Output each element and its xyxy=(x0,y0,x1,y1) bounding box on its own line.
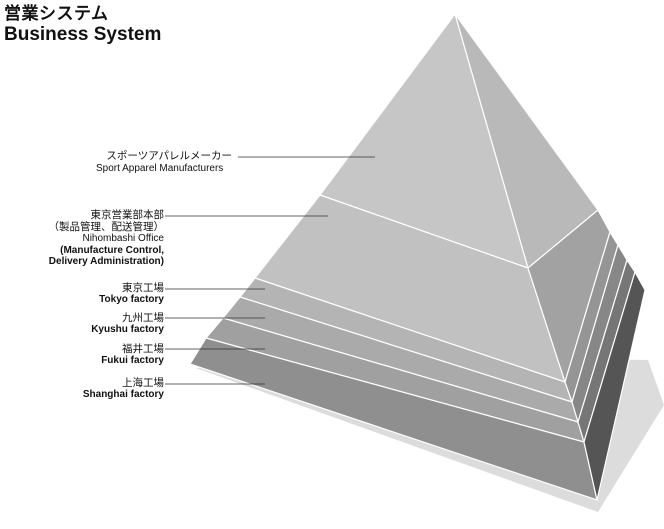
label-nihombashi: 東京営業部本部 （製品管理、配送管理） Nihombashi Office (M… xyxy=(49,209,165,268)
label-nihombashi-en1: Nihombashi Office xyxy=(82,233,164,244)
label-shanghai-en: Shanghai factory xyxy=(82,389,164,400)
label-apparel: スポーツアパレルメーカー xyxy=(106,150,232,162)
label-tokyo-en: Tokyo factory xyxy=(99,294,164,305)
label-nihombashi-en2: (Manufacture Control, xyxy=(60,244,164,256)
label-apparel-en: Sport Apparel Manufacturers xyxy=(96,163,224,174)
label-kyushu-en: Kyushu factory xyxy=(91,324,164,335)
label-shanghai: 上海工場 Shanghai factory xyxy=(83,377,164,401)
title-japanese: 営業システム xyxy=(4,4,109,24)
label-apparel-en-block: Sport Apparel Manufacturers xyxy=(96,163,223,175)
layer-shanghai-right xyxy=(583,270,646,501)
label-nihombashi-ja: 東京営業部本部 xyxy=(90,209,165,221)
label-kyushu-ja: 九州工場 xyxy=(122,312,164,324)
diagram-title: 営業システム Business System xyxy=(4,4,161,46)
label-nihombashi-en3: Delivery Administration) xyxy=(48,256,164,267)
label-kyushu: 九州工場 Kyushu factory xyxy=(91,312,164,336)
label-fukui-en: Fukui factory xyxy=(101,355,164,366)
label-fukui: 福井工場 Fukui factory xyxy=(101,343,164,367)
label-fukui-ja: 福井工場 xyxy=(122,343,164,355)
label-tokyo: 東京工場 Tokyo factory xyxy=(99,282,164,306)
leader-lines xyxy=(165,156,375,385)
label-shanghai-ja: 上海工場 xyxy=(122,377,164,389)
label-nihombashi-ja2: （製品管理、配送管理） xyxy=(48,221,165,233)
title-english: Business System xyxy=(4,24,162,45)
label-tokyo-ja: 東京工場 xyxy=(122,282,164,294)
label-apparel-ja: スポーツアパレルメーカー xyxy=(106,150,232,162)
